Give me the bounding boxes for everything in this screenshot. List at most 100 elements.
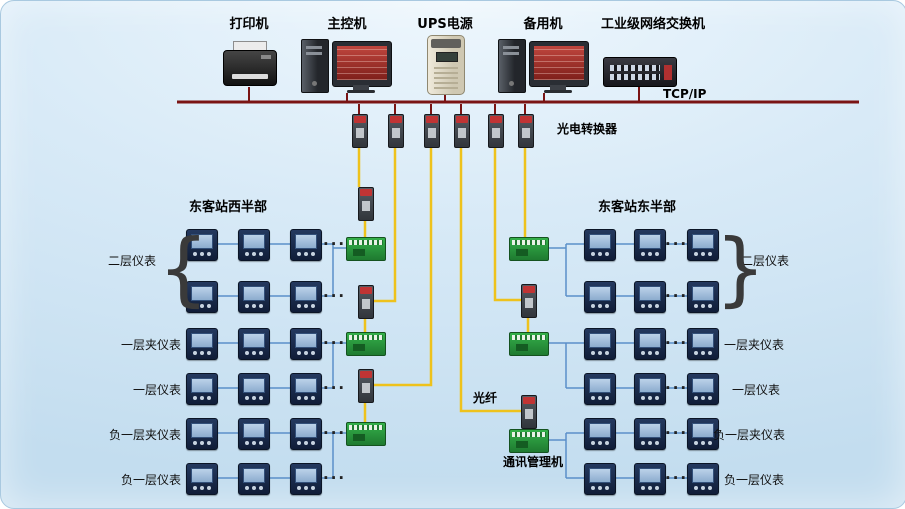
meter-screen bbox=[692, 333, 714, 348]
board-terminals bbox=[349, 240, 383, 245]
meter-screen bbox=[191, 286, 213, 301]
more-meters-dots: ··· bbox=[323, 379, 347, 397]
converter-tag bbox=[362, 201, 370, 211]
meter-screen bbox=[295, 468, 317, 483]
meter-screen bbox=[295, 286, 317, 301]
power-meter bbox=[238, 229, 270, 261]
meter-screen bbox=[639, 234, 661, 249]
board-chip bbox=[353, 249, 365, 256]
converter-tag bbox=[362, 299, 370, 309]
ups-panel bbox=[431, 39, 461, 48]
meter-screen bbox=[589, 423, 611, 438]
meter-buttons bbox=[591, 351, 609, 355]
meter-screen bbox=[639, 468, 661, 483]
switch-ports bbox=[610, 74, 660, 80]
board-terminals bbox=[512, 432, 546, 437]
meter-buttons bbox=[297, 351, 315, 355]
meter-buttons bbox=[694, 441, 712, 445]
power-meter bbox=[290, 463, 322, 495]
fiber-lines bbox=[357, 146, 530, 430]
board-terminals bbox=[349, 335, 383, 340]
meter-buttons bbox=[591, 304, 609, 308]
power-meter bbox=[687, 463, 719, 495]
ups-vents bbox=[434, 67, 458, 89]
meter-buttons bbox=[591, 252, 609, 256]
meter-buttons bbox=[297, 486, 315, 490]
fiber-converter bbox=[521, 395, 537, 429]
meter-buttons bbox=[297, 396, 315, 400]
board-chip bbox=[516, 441, 528, 448]
serial-server-board bbox=[509, 332, 549, 356]
meter-buttons bbox=[297, 252, 315, 256]
more-meters-dots: ··· bbox=[665, 469, 689, 487]
monitor-screen bbox=[337, 46, 387, 80]
meter-buttons bbox=[297, 441, 315, 445]
more-meters-dots: ··· bbox=[665, 424, 689, 442]
meter-buttons bbox=[591, 441, 609, 445]
power-meter bbox=[584, 328, 616, 360]
power-meter bbox=[238, 328, 270, 360]
more-meters-dots: ··· bbox=[323, 334, 347, 352]
more-meters-dots: ··· bbox=[323, 235, 347, 253]
converter-tag bbox=[492, 128, 500, 138]
meter-screen bbox=[692, 234, 714, 249]
meter-buttons bbox=[245, 441, 263, 445]
meter-screen bbox=[191, 234, 213, 249]
converter-indicator bbox=[390, 116, 402, 123]
power-meter bbox=[186, 463, 218, 495]
power-meter bbox=[290, 281, 322, 313]
meter-buttons bbox=[694, 486, 712, 490]
meter-screen bbox=[692, 286, 714, 301]
meter-screen bbox=[295, 378, 317, 393]
power-meter bbox=[634, 463, 666, 495]
serial-server-board bbox=[346, 332, 386, 356]
switch-ports bbox=[610, 65, 660, 71]
meter-buttons bbox=[694, 396, 712, 400]
power-meter bbox=[584, 373, 616, 405]
board-chip bbox=[353, 344, 365, 351]
converter-indicator bbox=[354, 116, 366, 123]
meter-buttons bbox=[694, 252, 712, 256]
meter-screen bbox=[191, 468, 213, 483]
meter-buttons bbox=[297, 304, 315, 308]
more-meters-dots: ··· bbox=[665, 287, 689, 305]
board-chip bbox=[516, 344, 528, 351]
meter-screen bbox=[243, 333, 265, 348]
converter-indicator bbox=[426, 116, 438, 123]
meter-screen bbox=[589, 333, 611, 348]
network-switch-device bbox=[603, 57, 677, 87]
main-computer-device bbox=[301, 37, 393, 95]
meter-buttons bbox=[193, 252, 211, 256]
switch-tag bbox=[664, 65, 672, 80]
more-meters-dots: ··· bbox=[665, 379, 689, 397]
ethernet-stub-lines bbox=[248, 85, 640, 114]
power-meter bbox=[186, 418, 218, 450]
board-chip bbox=[516, 249, 528, 256]
meter-buttons bbox=[694, 304, 712, 308]
meter-buttons bbox=[641, 252, 659, 256]
meter-screen bbox=[639, 333, 661, 348]
serial-server-board bbox=[346, 237, 386, 261]
power-meter bbox=[687, 281, 719, 313]
power-meter bbox=[290, 373, 322, 405]
meter-buttons bbox=[694, 351, 712, 355]
meter-screen bbox=[639, 423, 661, 438]
east-brace: } bbox=[715, 222, 766, 315]
converter-tag bbox=[525, 409, 533, 419]
printer-body bbox=[223, 50, 277, 86]
backup-computer-device bbox=[498, 37, 590, 95]
meter-screen bbox=[243, 468, 265, 483]
meter-buttons bbox=[641, 441, 659, 445]
power-meter bbox=[634, 229, 666, 261]
converter-indicator bbox=[523, 286, 535, 293]
meter-screen bbox=[639, 286, 661, 301]
comm-manager-board bbox=[509, 429, 549, 453]
power-meter bbox=[584, 281, 616, 313]
computer-monitor bbox=[332, 41, 392, 87]
meter-screen bbox=[692, 468, 714, 483]
converter-tag bbox=[392, 128, 400, 138]
power-meter bbox=[238, 281, 270, 313]
meter-buttons bbox=[245, 304, 263, 308]
power-meter bbox=[238, 373, 270, 405]
meter-buttons bbox=[591, 396, 609, 400]
